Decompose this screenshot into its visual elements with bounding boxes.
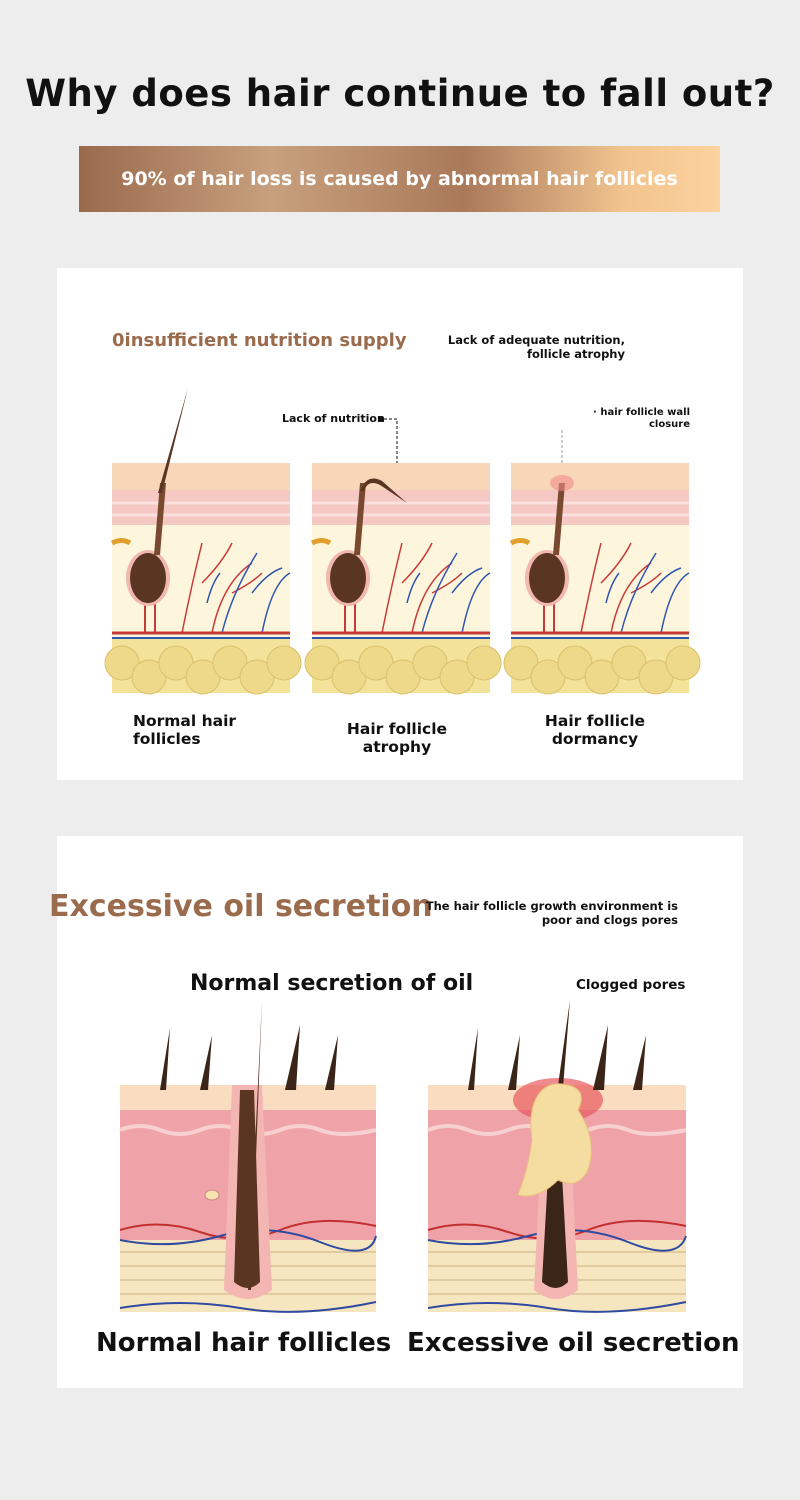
caption-follicle-dormancy: Hair follicle dormancy	[544, 712, 646, 748]
diagram-normal-follicle	[104, 388, 302, 695]
skin-cross-section-illustration	[104, 388, 302, 695]
section1-heading: 0insufficient nutrition supply	[112, 330, 407, 351]
caption-normal-hair-follicles: Normal hair follicles	[96, 1328, 392, 1358]
section1-description: Lack of adequate nutrition, follicle atr…	[447, 333, 625, 361]
banner: 90% of hair loss is caused by abnormal h…	[79, 146, 720, 212]
diagram-normal-oil	[119, 1000, 377, 1313]
section2-description: The hair follicle growth environment is …	[425, 899, 678, 927]
skin-cross-section-illustration	[304, 463, 502, 695]
annotation-clogged-pores: Clogged pores	[576, 977, 686, 993]
caption-follicle-atrophy: Hair follicle atrophy	[346, 720, 448, 756]
diagram-excessive-oil	[427, 1000, 687, 1313]
section2-heading: Excessive oil secretion	[49, 889, 433, 924]
skin-cross-section-illustration	[503, 463, 701, 695]
caption-normal-follicles: Normal hair follicles	[133, 712, 237, 748]
diagram-follicle-dormancy	[503, 463, 701, 695]
diagram-follicle-atrophy	[304, 463, 502, 695]
annotation-follicle-wall-closure: · hair follicle wall closure	[593, 407, 690, 430]
section2-subtitle: Normal secretion of oil	[190, 971, 474, 996]
annotation-lack-of-nutrition: Lack of nutrition	[282, 412, 385, 425]
caption-excessive-oil-secretion: Excessive oil secretion	[407, 1328, 740, 1358]
page-title: Why does hair continue to fall out?	[25, 72, 775, 115]
